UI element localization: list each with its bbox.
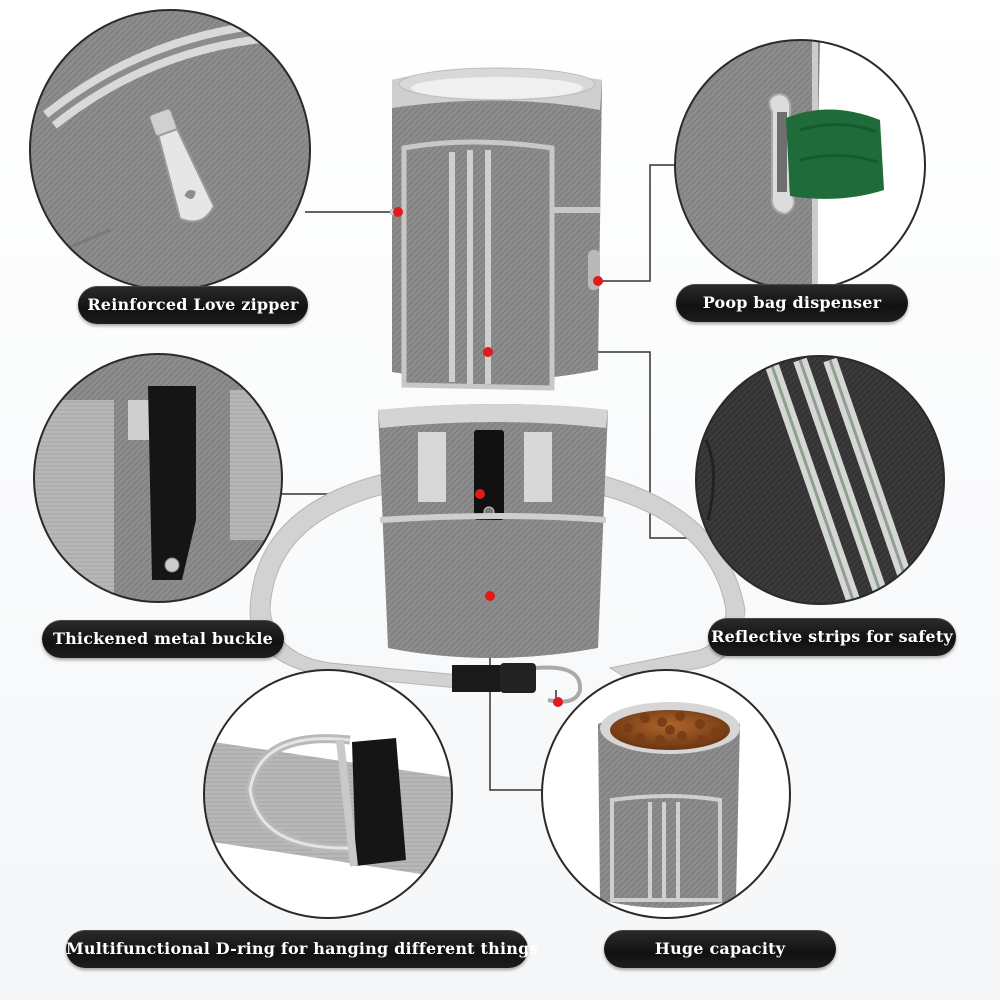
label-capacity: Huge capacity — [604, 930, 836, 968]
label-reflective: Reflective strips for safety — [708, 618, 956, 656]
label-zipper: Reinforced Love zipper — [78, 286, 308, 324]
reflective-closeup — [695, 355, 945, 605]
bag-front-view — [390, 67, 602, 391]
label-buckle: Thickened metal buckle — [42, 620, 284, 658]
dring-closeup — [203, 669, 453, 919]
bag-belt-view — [249, 404, 746, 704]
dispenser-closeup — [674, 39, 926, 291]
buckle-closeup — [33, 353, 283, 603]
label-dispenser: Poop bag dispenser — [676, 284, 908, 322]
feature-markers — [393, 207, 603, 707]
zipper-closeup — [29, 9, 311, 291]
capacity-closeup — [541, 669, 791, 919]
label-dring: Multifunctional D-ring for hanging diffe… — [66, 930, 538, 968]
